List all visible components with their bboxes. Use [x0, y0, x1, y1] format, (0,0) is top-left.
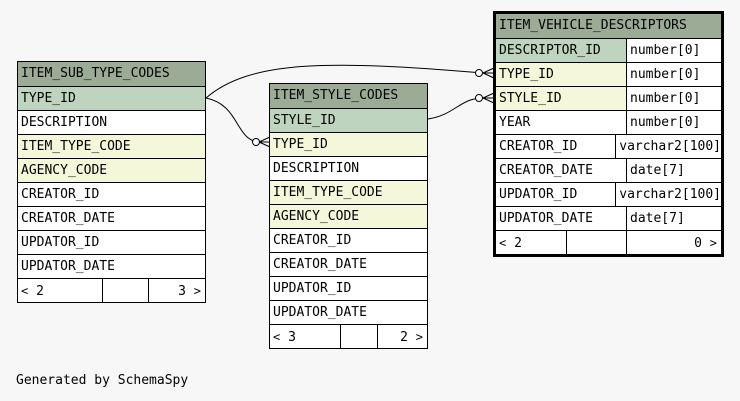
column-row: ITEM_TYPE_CODE — [18, 134, 205, 158]
footer-spacer — [567, 231, 627, 254]
table-item-sub-type-codes[interactable]: ITEM_SUB_TYPE_CODES TYPE_ID DESCRIPTION … — [17, 61, 206, 303]
table-item-vehicle-descriptors[interactable]: ITEM_VEHICLE_DESCRIPTORS DESCRIPTOR_ID n… — [493, 11, 724, 257]
column-row: DESCRIPTION — [270, 156, 427, 180]
table-header[interactable]: ITEM_SUB_TYPE_CODES — [18, 62, 205, 86]
table-footer: < 3 2 > — [270, 324, 427, 348]
column-row: DESCRIPTION — [18, 110, 205, 134]
right-arrow-icon: > — [415, 330, 423, 344]
column-row: ITEM_TYPE_CODE — [270, 180, 427, 204]
table-item-style-codes[interactable]: ITEM_STYLE_CODES STYLE_ID TYPE_ID DESCRI… — [269, 83, 428, 349]
link-crowfoot — [258, 136, 271, 148]
column-row: TYPE_ID — [270, 132, 427, 156]
link-crowfoot — [482, 67, 495, 79]
column-row: CREATOR_DATE — [18, 206, 205, 230]
link-crowfoot — [482, 92, 495, 104]
table-header[interactable]: ITEM_STYLE_CODES — [270, 84, 427, 108]
right-arrow-icon: > — [193, 284, 201, 298]
right-arrow-icon: > — [709, 236, 717, 250]
column-row: CREATOR_ID — [18, 182, 205, 206]
parents-count[interactable]: < 3 — [270, 325, 341, 348]
column-row: STYLE_ID — [270, 108, 427, 132]
column-row: TYPE_ID — [18, 86, 205, 110]
column-row: UPDATOR_DATE — [270, 300, 427, 324]
children-count[interactable]: 0 > — [694, 236, 717, 251]
column-row: AGENCY_CODE — [18, 158, 205, 182]
column-row: UPDATOR_ID — [18, 230, 205, 254]
footer-spacer — [341, 325, 378, 348]
parents-count[interactable]: < 2 — [496, 231, 567, 254]
column-row: UPDATOR_ID varchar2[100] — [496, 182, 721, 206]
link-end-circle — [475, 94, 483, 102]
footer-spacer — [103, 279, 149, 302]
column-row: UPDATOR_DATE — [18, 254, 205, 278]
column-row: TYPE_ID number[0] — [496, 62, 721, 86]
left-arrow-icon: < — [273, 330, 281, 344]
parents-count[interactable]: < 2 — [18, 279, 103, 302]
column-row: STYLE_ID number[0] — [496, 86, 721, 110]
column-row: UPDATOR_DATE date[7] — [496, 206, 721, 230]
column-row: CREATOR_ID varchar2[100] — [496, 134, 721, 158]
generated-by-label: Generated by SchemaSpy — [16, 373, 189, 388]
column-row: CREATOR_DATE date[7] — [496, 158, 721, 182]
link-subtype-to-vehicle — [205, 64, 484, 99]
table-footer: < 2 3 > — [18, 278, 205, 302]
left-arrow-icon: < — [499, 236, 507, 250]
column-row: AGENCY_CODE — [270, 204, 427, 228]
children-count[interactable]: 3 > — [178, 284, 201, 299]
left-arrow-icon: < — [21, 284, 29, 298]
column-row: UPDATOR_ID — [270, 276, 427, 300]
link-subtype-to-style — [205, 97, 260, 143]
children-count[interactable]: 2 > — [400, 330, 423, 345]
table-footer: < 2 0 > — [496, 230, 721, 254]
link-end-circle — [475, 69, 483, 77]
column-row: YEAR number[0] — [496, 110, 721, 134]
column-row: DESCRIPTOR_ID number[0] — [496, 38, 721, 62]
column-row: CREATOR_ID — [270, 228, 427, 252]
link-end-circle — [252, 138, 260, 146]
link-style-to-vehicle — [427, 97, 484, 120]
column-row: CREATOR_DATE — [270, 252, 427, 276]
table-header[interactable]: ITEM_VEHICLE_DESCRIPTORS — [496, 14, 721, 38]
